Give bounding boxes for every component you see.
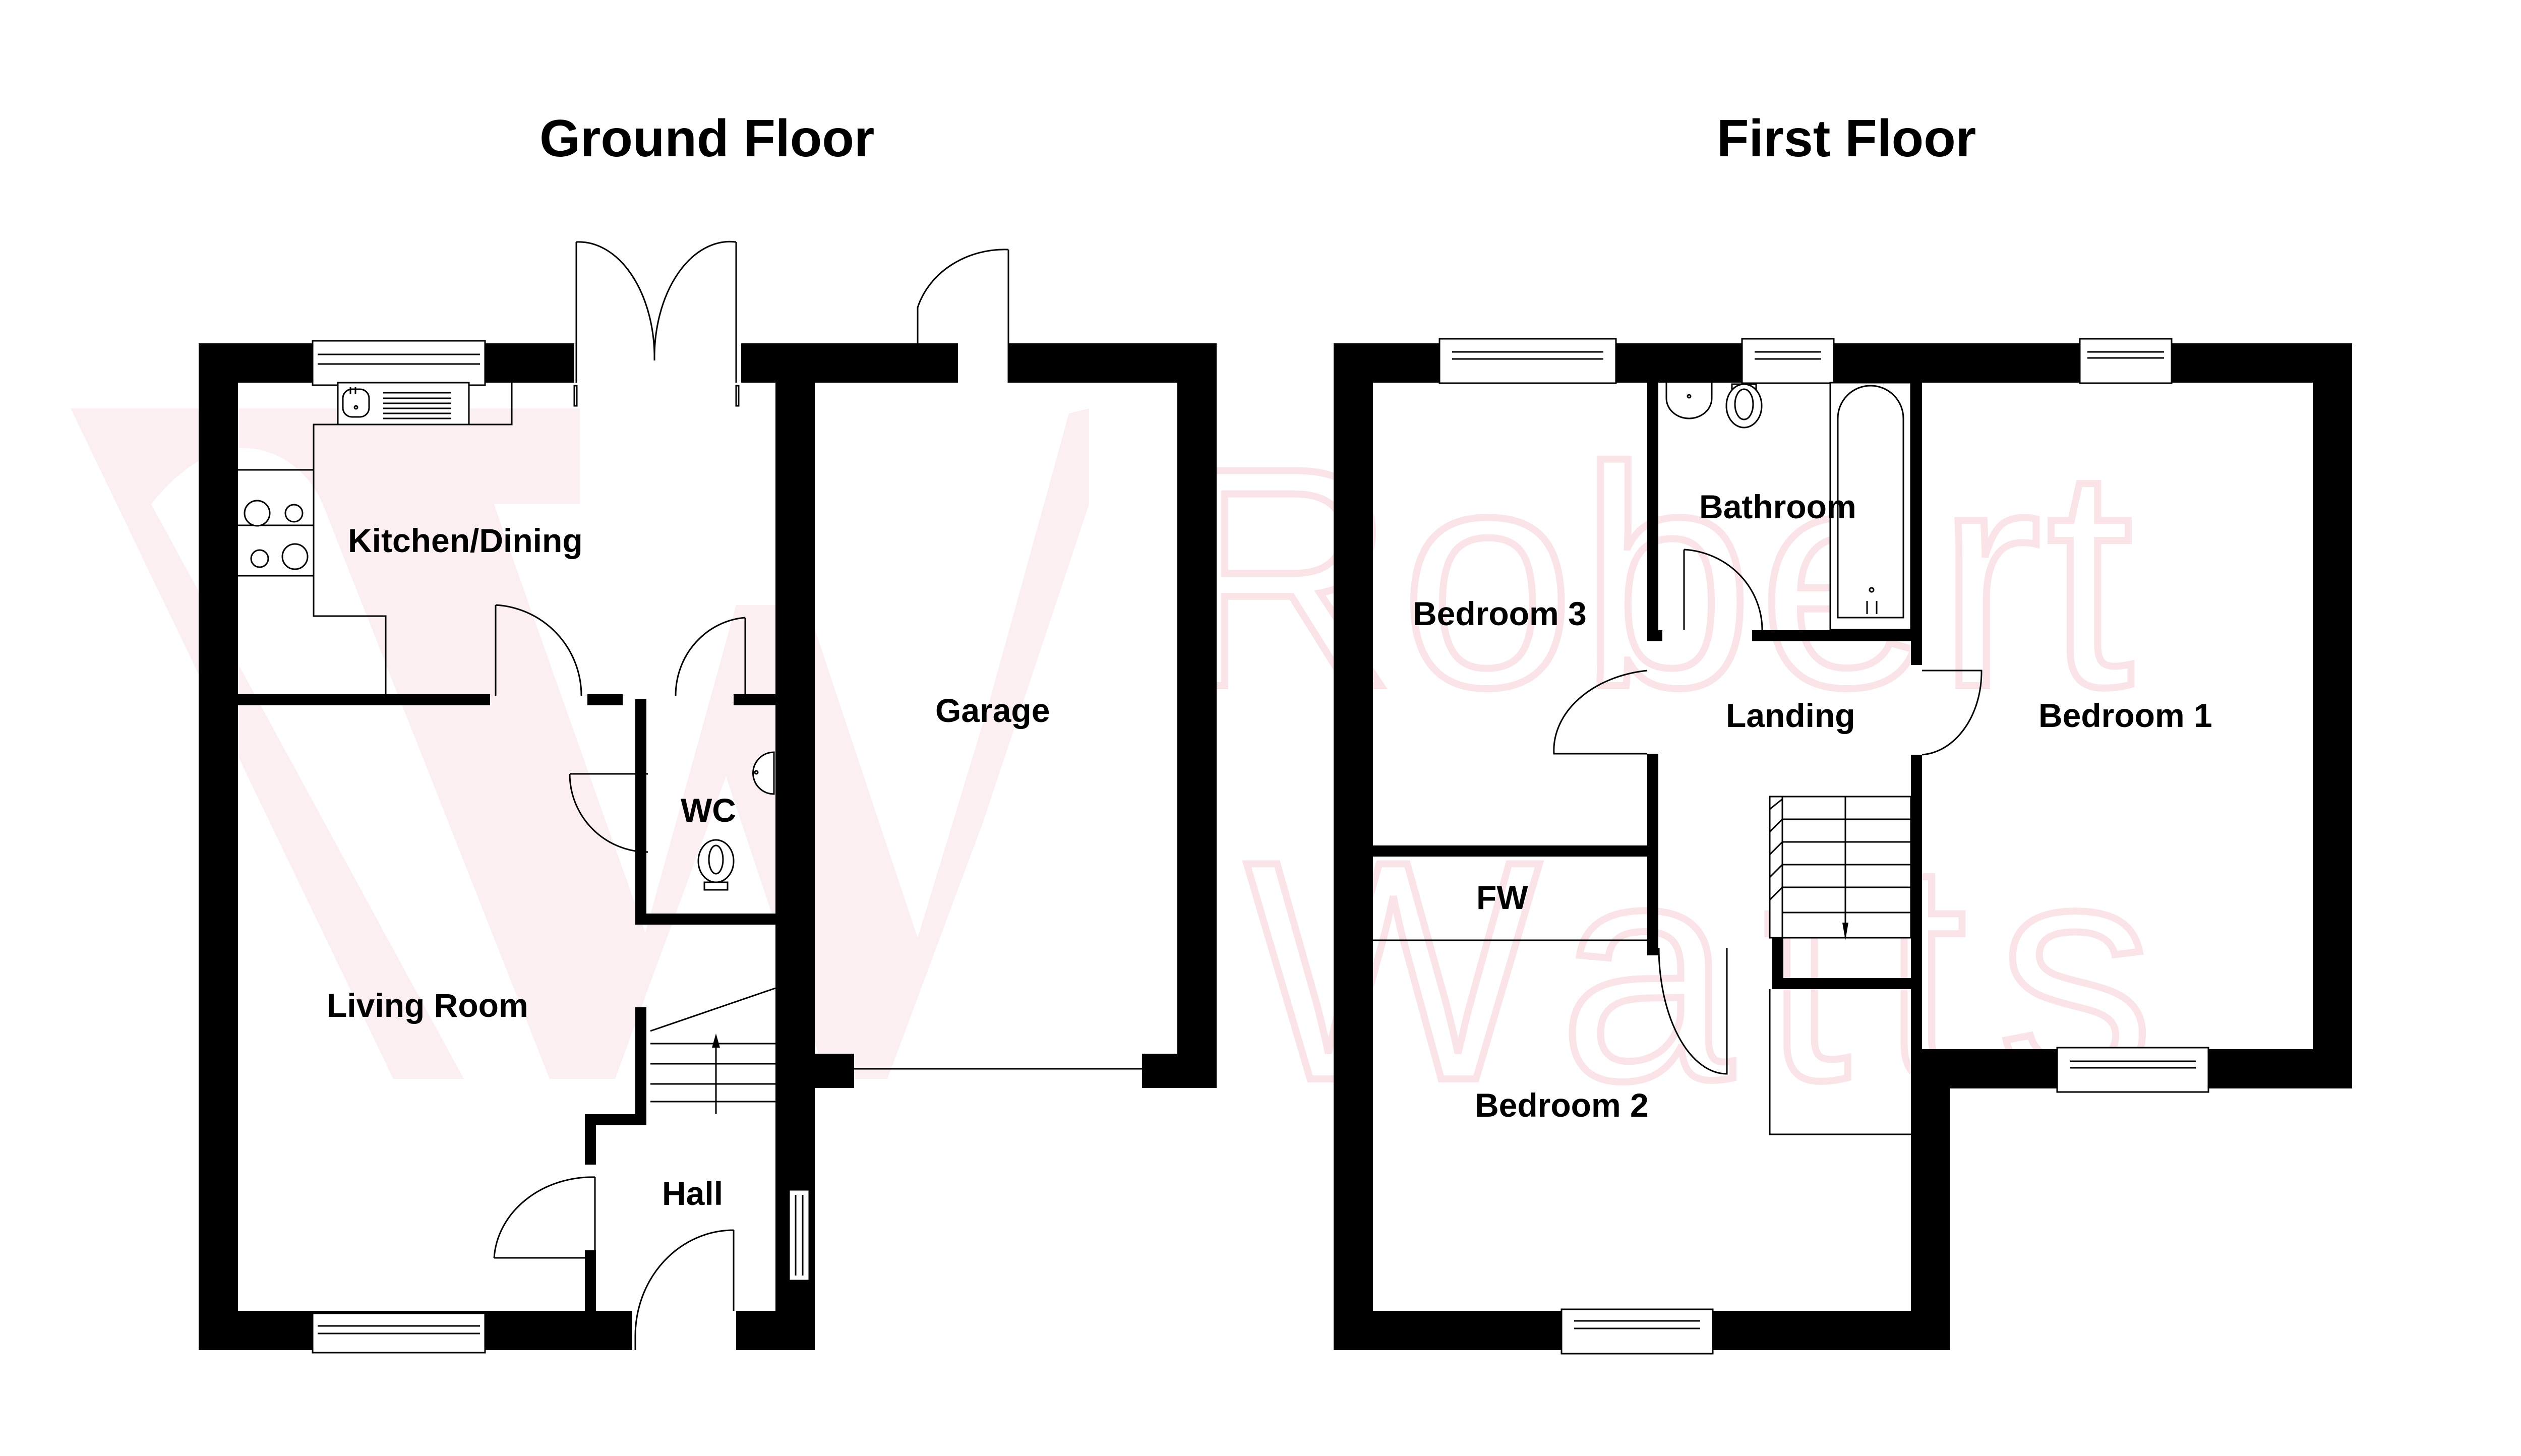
wall (238, 694, 490, 705)
wall (1373, 845, 1658, 857)
wall (585, 1114, 646, 1125)
bathroom-toilet (1725, 383, 1763, 429)
hob-icon (244, 500, 309, 570)
hall-window (788, 1189, 810, 1282)
room-label-bedroom1: Bedroom 1 (2038, 697, 2212, 734)
room-label-hall: Hall (662, 1175, 723, 1212)
room-label-fw: FW (1476, 879, 1528, 916)
bathroom-basin (1665, 382, 1713, 419)
bedroom2-door[interactable] (1658, 947, 1728, 1075)
stairs-up-arrow-icon (712, 1034, 720, 1048)
wall (734, 694, 775, 705)
ground-floor-plan: Kitchen/Dining Garage WC Living Room Hal… (199, 240, 1217, 1354)
bedroom1-door[interactable] (1922, 670, 1983, 756)
wall (1911, 1049, 1950, 1350)
first-floor-plan: Bathroom Bedroom 3 Landing Bedroom 1 FW … (1334, 338, 2352, 1355)
wall (1334, 343, 1373, 1350)
bedroom3-door[interactable] (1553, 670, 1648, 755)
wall (1647, 383, 1658, 632)
front-door[interactable] (634, 1229, 735, 1350)
wall (635, 914, 775, 925)
bedroom1-bottom-window (2056, 1047, 2209, 1093)
wall (585, 1114, 596, 1165)
bedroom1-top-window (2079, 338, 2173, 384)
kitchen-window-frame (312, 340, 486, 386)
wc-toilet (697, 839, 735, 891)
wall (635, 699, 646, 921)
wall (1142, 1054, 1217, 1088)
room-label-bedroom2: Bedroom 2 (1475, 1086, 1649, 1124)
bedroom2-window (1560, 1308, 1714, 1355)
bathroom-bath (1829, 382, 1912, 631)
wall (736, 1311, 815, 1350)
room-label-bathroom: Bathroom (1699, 488, 1856, 525)
wall (635, 1007, 646, 1121)
hall-living-door[interactable] (569, 773, 648, 853)
garage-rear-door[interactable] (917, 249, 1009, 383)
ground-floor-title: Ground Floor (539, 109, 874, 168)
wc-basin (752, 751, 775, 795)
first-floor-title: First Floor (1717, 109, 1976, 168)
wall (1772, 978, 1913, 989)
wall (2313, 343, 2352, 1088)
stairs-down-arrow-icon (1842, 923, 1848, 940)
wall (1177, 343, 1217, 1088)
hall-internal-door[interactable] (493, 1176, 596, 1259)
wall (585, 1250, 596, 1311)
room-label-landing: Landing (1726, 697, 1855, 734)
kitchen-french-doors[interactable] (573, 240, 740, 407)
wall (775, 343, 815, 1350)
wall (1752, 630, 1913, 641)
room-label-kitchen: Kitchen/Dining (348, 522, 583, 559)
bathroom-window (1741, 338, 1835, 384)
bedroom3-window (1438, 338, 1617, 384)
room-label-living: Living Room (327, 987, 528, 1024)
kitchen-sink (337, 382, 470, 426)
room-label-garage: Garage (935, 692, 1050, 729)
wall (199, 343, 238, 1350)
wall (1647, 630, 1662, 641)
wall (1647, 938, 1658, 949)
wall (815, 1054, 854, 1088)
living-window (312, 1312, 486, 1354)
ground-stairs (650, 987, 776, 1114)
room-label-bedroom3: Bedroom 3 (1413, 595, 1587, 632)
watermark-monogram (71, 408, 1089, 1079)
wall (587, 694, 623, 705)
wall (1911, 383, 1922, 665)
wall (1772, 938, 1783, 988)
room-label-wc: WC (681, 792, 736, 829)
kitchen-wc-door[interactable] (675, 617, 746, 696)
first-stairs (1769, 796, 1912, 1135)
wall (1911, 755, 1922, 1049)
wall (741, 343, 958, 383)
bathroom-door[interactable] (1683, 549, 1763, 631)
kitchen-living-door[interactable] (495, 604, 582, 696)
